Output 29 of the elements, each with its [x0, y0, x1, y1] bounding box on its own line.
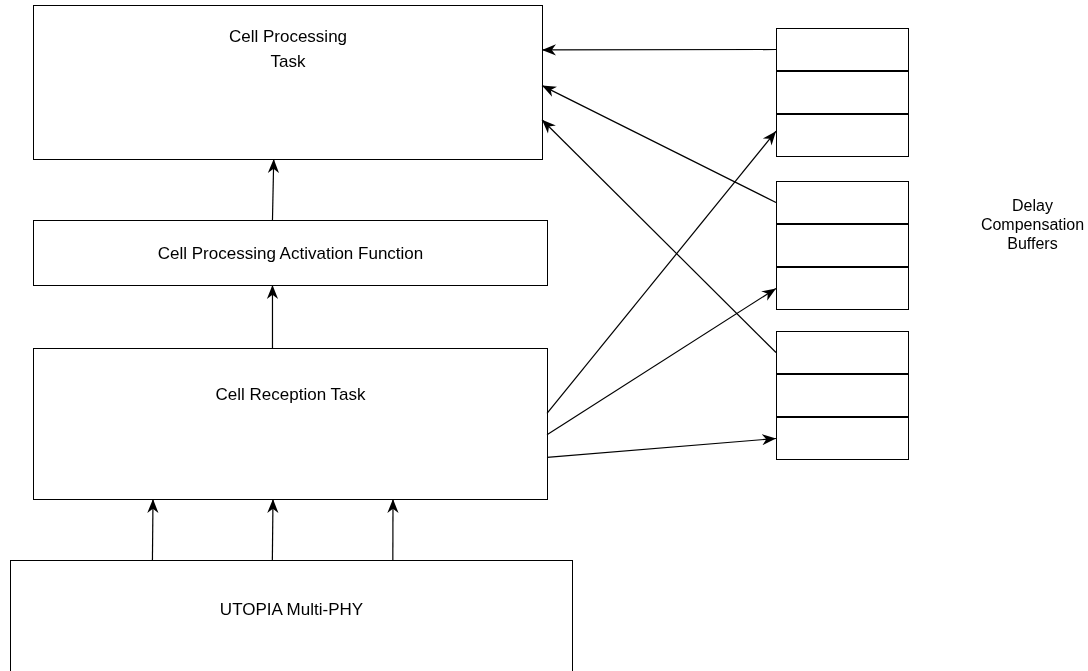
buffer-slot [776, 374, 909, 417]
arrow [266, 284, 279, 349]
buffer-slot [776, 181, 909, 224]
arrow [541, 119, 777, 354]
buffer-slot [776, 28, 909, 71]
buffer-slot [776, 331, 909, 374]
arrow [387, 498, 399, 561]
arrow [267, 158, 280, 221]
box-label: Cell Processing Activation Function [157, 242, 424, 265]
process-box [33, 220, 548, 286]
arrow [546, 287, 777, 436]
box-label: Cell Reception Task [215, 384, 366, 406]
arrow [546, 434, 777, 459]
arrow [546, 130, 777, 414]
arrow [541, 85, 777, 204]
buffer-slot [776, 71, 909, 114]
box-label: Cell Processing Task [227, 26, 349, 73]
buffer-slot [776, 267, 909, 310]
buffer-slot [776, 224, 909, 267]
arrow [541, 44, 777, 56]
buffer-slot [776, 417, 909, 460]
arrow [267, 498, 279, 561]
buffer-slot [776, 114, 909, 157]
process-box [33, 348, 548, 500]
process-box [33, 5, 543, 160]
arrow [147, 498, 159, 561]
box-label: UTOPIA Multi-PHY [219, 599, 364, 621]
process-box [10, 560, 573, 671]
group-label: Delay Compensation Buffers [979, 196, 1086, 253]
